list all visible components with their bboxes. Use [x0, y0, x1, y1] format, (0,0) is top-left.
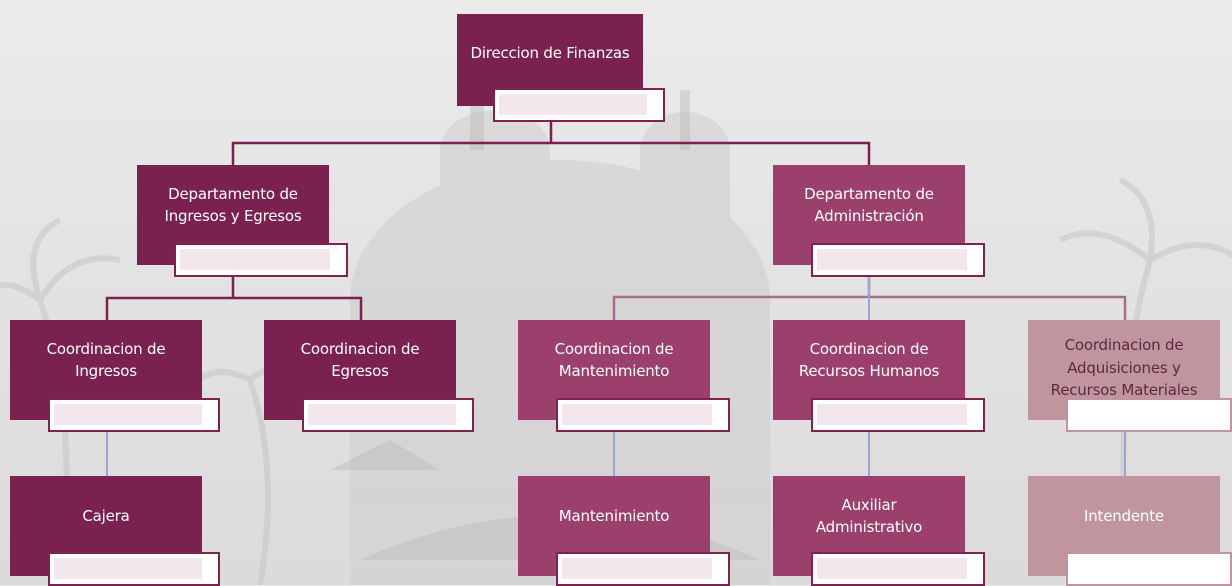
name-field [48, 552, 220, 586]
node-label: Coordinacion de Egresos [300, 340, 420, 380]
name-field [493, 88, 665, 122]
name-field [302, 398, 474, 432]
node-label: Mantenimiento [558, 507, 670, 526]
node-label: Cajera [82, 507, 130, 526]
name-field [811, 243, 985, 277]
node-label: Coordinacion de Adquisiciones y Recursos… [1050, 336, 1198, 400]
node-label: Intendente [1084, 507, 1164, 526]
name-field [556, 552, 730, 586]
name-field [556, 398, 730, 432]
node-label: Direccion de Finanzas [470, 44, 630, 63]
node-label: Auxiliar Administrativo [815, 496, 923, 536]
name-field [811, 398, 985, 432]
name-field [1066, 398, 1232, 432]
name-field [811, 552, 985, 586]
name-field [48, 398, 220, 432]
node-label: Coordinacion de Recursos Humanos [798, 340, 940, 380]
name-field [1066, 552, 1232, 586]
node-label: Coordinacion de Mantenimiento [554, 340, 674, 380]
name-field [174, 243, 348, 277]
node-label: Departamento de Administración [804, 185, 934, 225]
node-label: Coordinacion de Ingresos [46, 340, 166, 380]
node-label: Departamento de Ingresos y Egresos [164, 185, 302, 225]
